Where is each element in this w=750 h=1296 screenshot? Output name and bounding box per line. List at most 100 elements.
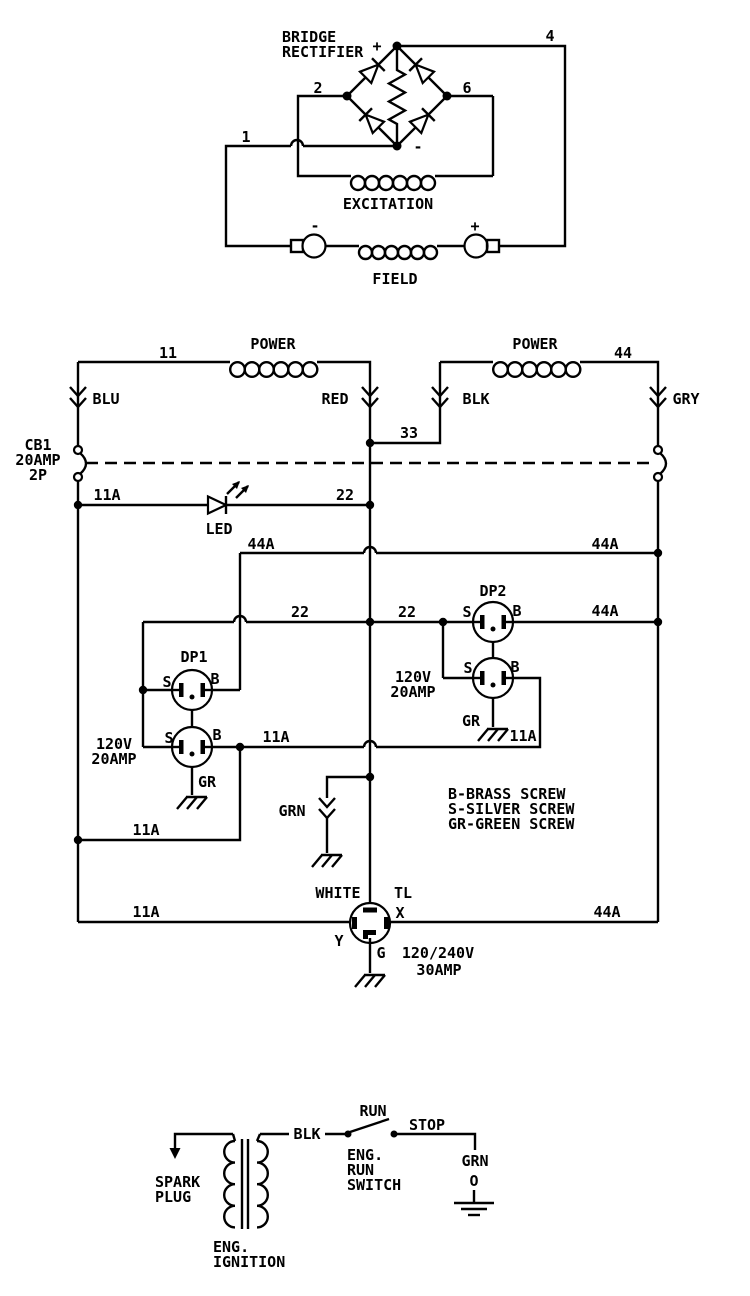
engine-ignition-section: SPARK PLUG ENG. IGNITION BLK RUN STOP EN… (155, 1102, 494, 1271)
twist-lock-receptacle: WHITE TL X Y G 120/240V 30AMP 11A 44A (78, 884, 658, 989)
bridge-label-line1: BRIDGE (282, 28, 336, 46)
wire-33-label: 33 (400, 424, 418, 442)
distribution-wires: 44A 44A 22 22 (138, 535, 663, 747)
excitation-winding-icon (349, 174, 437, 192)
earth-ground-icon (454, 1201, 494, 1217)
dp1-s-top-label: S (162, 673, 171, 691)
cb1-rating-label: 20AMP (15, 451, 60, 469)
brush-terminal-icon (289, 238, 305, 254)
wire-22-mid-left-label: 22 (291, 603, 309, 621)
tl-name-label: TL (394, 884, 412, 902)
red-label: RED (321, 390, 348, 408)
bridge-resistor (386, 46, 408, 146)
dp2-name-label: DP2 (479, 582, 506, 600)
grn-ground-branch: GRN (278, 772, 375, 869)
note-brass: B-BRASS SCREW (448, 785, 566, 803)
tl-x-label: X (395, 904, 404, 922)
power-winding-right-icon (492, 361, 582, 379)
wire-44a-bottom-label: 44A (593, 903, 620, 921)
receptacle-dp1: DP1 S B S B 120V 20AMP GR (91, 648, 240, 811)
excitation-label: EXCITATION (343, 195, 433, 213)
power-right-label: POWER (512, 335, 558, 353)
grn-engine-label: GRN (461, 1152, 488, 1170)
led-icon (206, 481, 249, 516)
dp1-s-bot-label: S (164, 729, 173, 747)
dp1-name-label: DP1 (180, 648, 207, 666)
breaker-pole-right-icon (659, 452, 668, 475)
led-label: LED (205, 520, 232, 538)
switch-blade-icon (349, 1117, 390, 1134)
gry-label: GRY (672, 390, 699, 408)
brush-icon (463, 233, 489, 259)
tl-g-label: G (376, 944, 385, 962)
field-label: FIELD (372, 270, 417, 288)
wire-22-mid-right-label: 22 (398, 603, 416, 621)
dp1-b-bot-label: B (212, 726, 221, 744)
grn-terminal-label: O (469, 1172, 478, 1190)
neutral-11a-wires: 11A 11A 11A (73, 676, 542, 845)
breaker-pole-left-icon (79, 452, 88, 475)
ignition-line2: IGNITION (213, 1253, 285, 1271)
wire-11a-mid-right-label: 11A (509, 727, 536, 745)
brush-terminal-icon (485, 238, 501, 254)
bridge-rectifier-section: BRIDGE RECTIFIER + - 4 2 6 1 EXCITATION (224, 27, 567, 248)
note-silver: S-SILVER SCREW (448, 800, 575, 818)
twist-lock-outlet-icon (348, 901, 392, 945)
cb1-poles-label: 2P (29, 466, 47, 484)
power-windings-section: 11 POWER POWER 44 BLU RED BLK GRY 33 (68, 335, 700, 903)
spark-plug-line1: SPARK (155, 1173, 200, 1191)
dp2-gr-label: GR (462, 712, 481, 730)
power-winding-left-icon (228, 361, 319, 379)
wire-11a-lower-label: 11A (132, 821, 159, 839)
wire-11a-bottom-label: 11A (132, 903, 159, 921)
node-6-label: 6 (462, 79, 471, 97)
grn-label: GRN (278, 802, 305, 820)
dp2-b-bot-label: B (510, 658, 519, 676)
dp1-gr-label: GR (198, 773, 217, 791)
switch-line1: ENG. (347, 1146, 383, 1164)
dp2-s-top-label: S (462, 603, 471, 621)
white-label: WHITE (315, 884, 360, 902)
tl-rating-line1: 120/240V (402, 944, 474, 962)
node-1-label: 1 (241, 128, 250, 146)
switch-line3: SWITCH (347, 1176, 401, 1194)
bridge-label-line2: RECTIFIER (282, 43, 364, 61)
ignition-line1: ENG. (213, 1238, 249, 1256)
spark-plug-line2: PLUG (155, 1188, 191, 1206)
dp2-rating-line1: 120V (395, 668, 431, 686)
blk-engine-label: BLK (293, 1125, 320, 1143)
tl-y-label: Y (334, 932, 343, 950)
ignition-coil-icon (223, 1133, 269, 1229)
blk-label: BLK (462, 390, 489, 408)
switch-line2: RUN (347, 1161, 374, 1179)
receptacle-dp2: DP2 S B S B 120V 20AMP GR 44A (390, 582, 663, 743)
bridge-minus-label: - (413, 138, 422, 156)
stop-label: STOP (409, 1116, 445, 1134)
dp1-rating-line1: 120V (96, 735, 132, 753)
wire-44-label: 44 (614, 344, 632, 362)
cb1-name-label: CB1 (24, 436, 51, 454)
wire-11-label: 11 (159, 344, 177, 362)
circuit-breaker-section: CB1 20AMP 2P (15, 436, 668, 922)
blu-label: BLU (92, 390, 119, 408)
dp2-rating-line2: 20AMP (390, 683, 435, 701)
wire-11a-led-label: 11A (93, 486, 120, 504)
dp1-b-top-label: B (210, 670, 219, 688)
field-plus-label: + (470, 217, 479, 235)
power-left-label: POWER (250, 335, 296, 353)
field-section: - + FIELD (289, 217, 501, 288)
dp2-b-top-label: B (512, 602, 521, 620)
led-branch: 11A LED 22 (73, 481, 375, 538)
dp1-rating-line2: 20AMP (91, 750, 136, 768)
dp2-s-bot-label: S (463, 659, 472, 677)
wire-11a-mid-left-label: 11A (262, 728, 289, 746)
field-minus-label: - (310, 217, 319, 235)
wire-44a-dp2-label: 44A (591, 602, 618, 620)
bridge-plus-label: + (372, 37, 381, 55)
field-winding-icon (357, 244, 439, 261)
brush-icon (301, 233, 327, 259)
screw-notes: B-BRASS SCREW S-SILVER SCREW GR-GREEN SC… (448, 785, 575, 833)
run-label: RUN (359, 1102, 386, 1120)
